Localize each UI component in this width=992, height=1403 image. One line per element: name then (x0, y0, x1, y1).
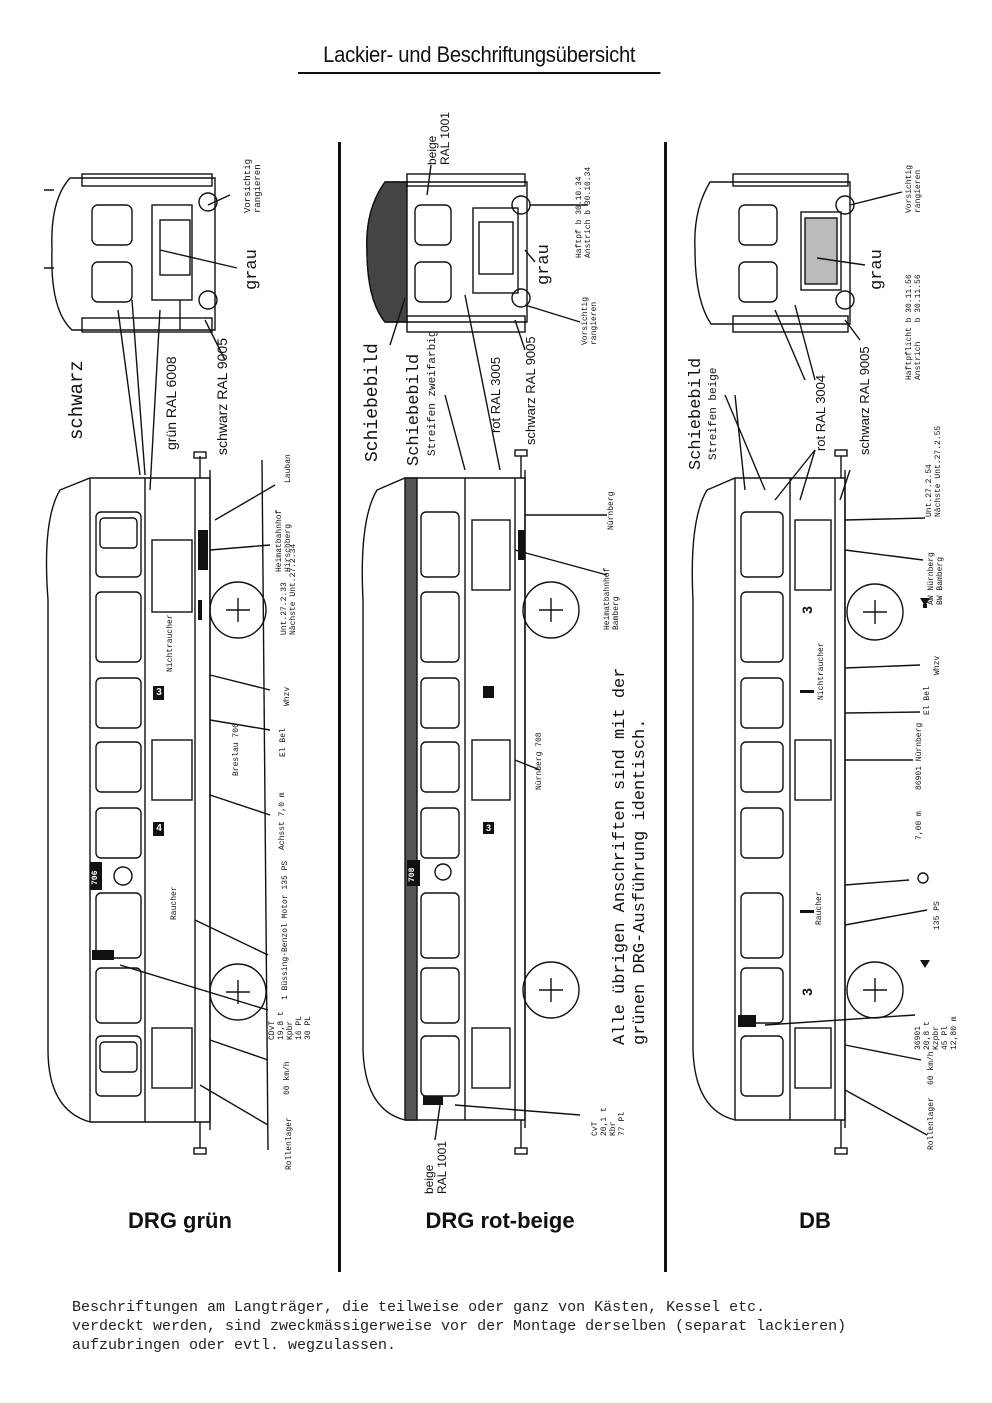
note-identisch: Alle übrigen Anschriften sind mit der gr… (611, 667, 650, 1045)
door-number-3a: 3 (798, 606, 815, 614)
label-haftpflicht: Haftpflicht b 30.11.56 Anstrich b 30.11.… (905, 274, 923, 380)
door-number-3: 3 (485, 823, 491, 833)
label-schiebebild: Schiebebild (687, 357, 706, 470)
label-haftpf: Haftpf b 30.10.34 Anstrich b 30.10.34 (575, 166, 593, 258)
label-beige-bottom: beige RAL 1001 (422, 1141, 449, 1194)
label-achsst: Achsst 7,0 m (278, 792, 287, 850)
label-schwarz-ral: schwarz RAL 9005 (523, 336, 538, 445)
label-cdvt: CDvT 19,8 t Kpbr 16 PL 30 PL (268, 1011, 313, 1040)
label-rollenlager: Rollenlager (285, 1117, 294, 1170)
label-streifen: Streifen zweifarbig (427, 330, 439, 456)
label-grau: grau (243, 249, 262, 290)
label-vorsichtig: Vorsichtig rangieren (243, 158, 263, 213)
divider-right (664, 142, 667, 1272)
label-rot-ral: rot RAL 3005 (488, 356, 503, 433)
label-data: 36901 20,8 t Kzpbr 45 Pl 12,80 m (914, 1016, 959, 1050)
label-gruen-ral: grün RAL 6008 (163, 356, 179, 450)
label-nichtraucher: Nichtraucher (166, 614, 175, 672)
label-schiebebild: Schiebebild (363, 343, 383, 462)
label-schwarz-ral: schwarz RAL 9005 (857, 346, 872, 455)
railcar-drawing-gruen (44, 173, 276, 1155)
label-raucher: Raucher (170, 886, 179, 920)
railcar-drawing-rot-beige (361, 164, 608, 1155)
label-unt: Unt.27.2.54 Nächste Unt.27.2.55 (925, 425, 943, 517)
label-nichtraucher: Nichtraucher (817, 642, 826, 700)
door-number-3b: 3 (798, 988, 815, 996)
caption-drg-rot-beige: DRG rot-beige (425, 1208, 575, 1233)
label-ps: 135 PS (933, 901, 942, 930)
footer-note: Beschriftungen am Langträger, die teilwe… (72, 1299, 847, 1354)
door-number-3: 3 (156, 687, 162, 698)
label-grau: grau (535, 244, 554, 285)
railcar-drawing-db (691, 173, 930, 1155)
label-elbel: El Bel (279, 728, 288, 757)
label-whzv: Whzv (933, 655, 942, 675)
label-beige-top: beige RAL 1001 (425, 112, 452, 165)
divider-left (338, 142, 341, 1272)
label-unt: Unt.27.2.33 Nächste Unt.27.2.34 (280, 543, 298, 635)
page-title: Lackier- und Beschriftungsübersicht (298, 42, 661, 74)
caption-db: DB (799, 1208, 831, 1233)
label-vorsichtig: Vorsichtig rangieren (581, 296, 599, 345)
label-heimat: Heimatbahnhof Bamberg (603, 567, 621, 630)
label-speed: 60 km/h (283, 1061, 292, 1095)
label-plate: 708 (408, 867, 417, 882)
label-cvt: CvT 20,1 t Kbr 77 Pl (591, 1107, 627, 1136)
label-rollenlager: Rollenlager (927, 1097, 936, 1150)
door-number-4: 4 (156, 823, 162, 834)
label-whzv: Whzv (283, 686, 292, 706)
label-nuernberg: Nürnberg (607, 491, 616, 530)
label-breslau: Breslau 706 (232, 723, 241, 776)
label-elbel: El Bel (923, 686, 932, 715)
label-plate: 706 (91, 870, 100, 885)
label-nuernberg708: Nürnberg 708 (535, 732, 544, 790)
label-streifen: Streifen beige (708, 367, 720, 460)
panel-db: Vorsichtig rangieren grau Haftpflicht b … (665, 0, 992, 1290)
label-lauban: Lauban (284, 454, 293, 483)
label-vorsichtig: Vorsichtig rangieren (905, 164, 923, 213)
label-nuernberg: 86901 Nürnberg (915, 722, 924, 790)
label-motor: 1 Büssing-Benzol Motor 135 PS (281, 860, 290, 1000)
label-raucher: Raucher (815, 891, 824, 925)
caption-drg-gruen: DRG grün (128, 1208, 232, 1233)
label-schwarz: schwarz (66, 360, 88, 440)
label-speed: 60 km/h (927, 1051, 936, 1085)
label-aw: AW Nürnberg BW Bamberg (927, 552, 945, 605)
panel-drg-gruen: Vorsichtig rangieren grau schwarz grün R… (0, 0, 330, 1290)
panel-drg-rot-beige: beige RAL 1001 Haftpf b 30.10.34 Anstric… (335, 0, 665, 1290)
label-rot-ral: rot RAL 3004 (813, 374, 828, 451)
label-grau: grau (868, 249, 887, 290)
label-achsst: 7,00 m (915, 811, 924, 840)
label-schiebebild-2: Schiebebild (405, 353, 424, 466)
label-schwarz-ral: schwarz RAL 9005 (214, 338, 230, 455)
